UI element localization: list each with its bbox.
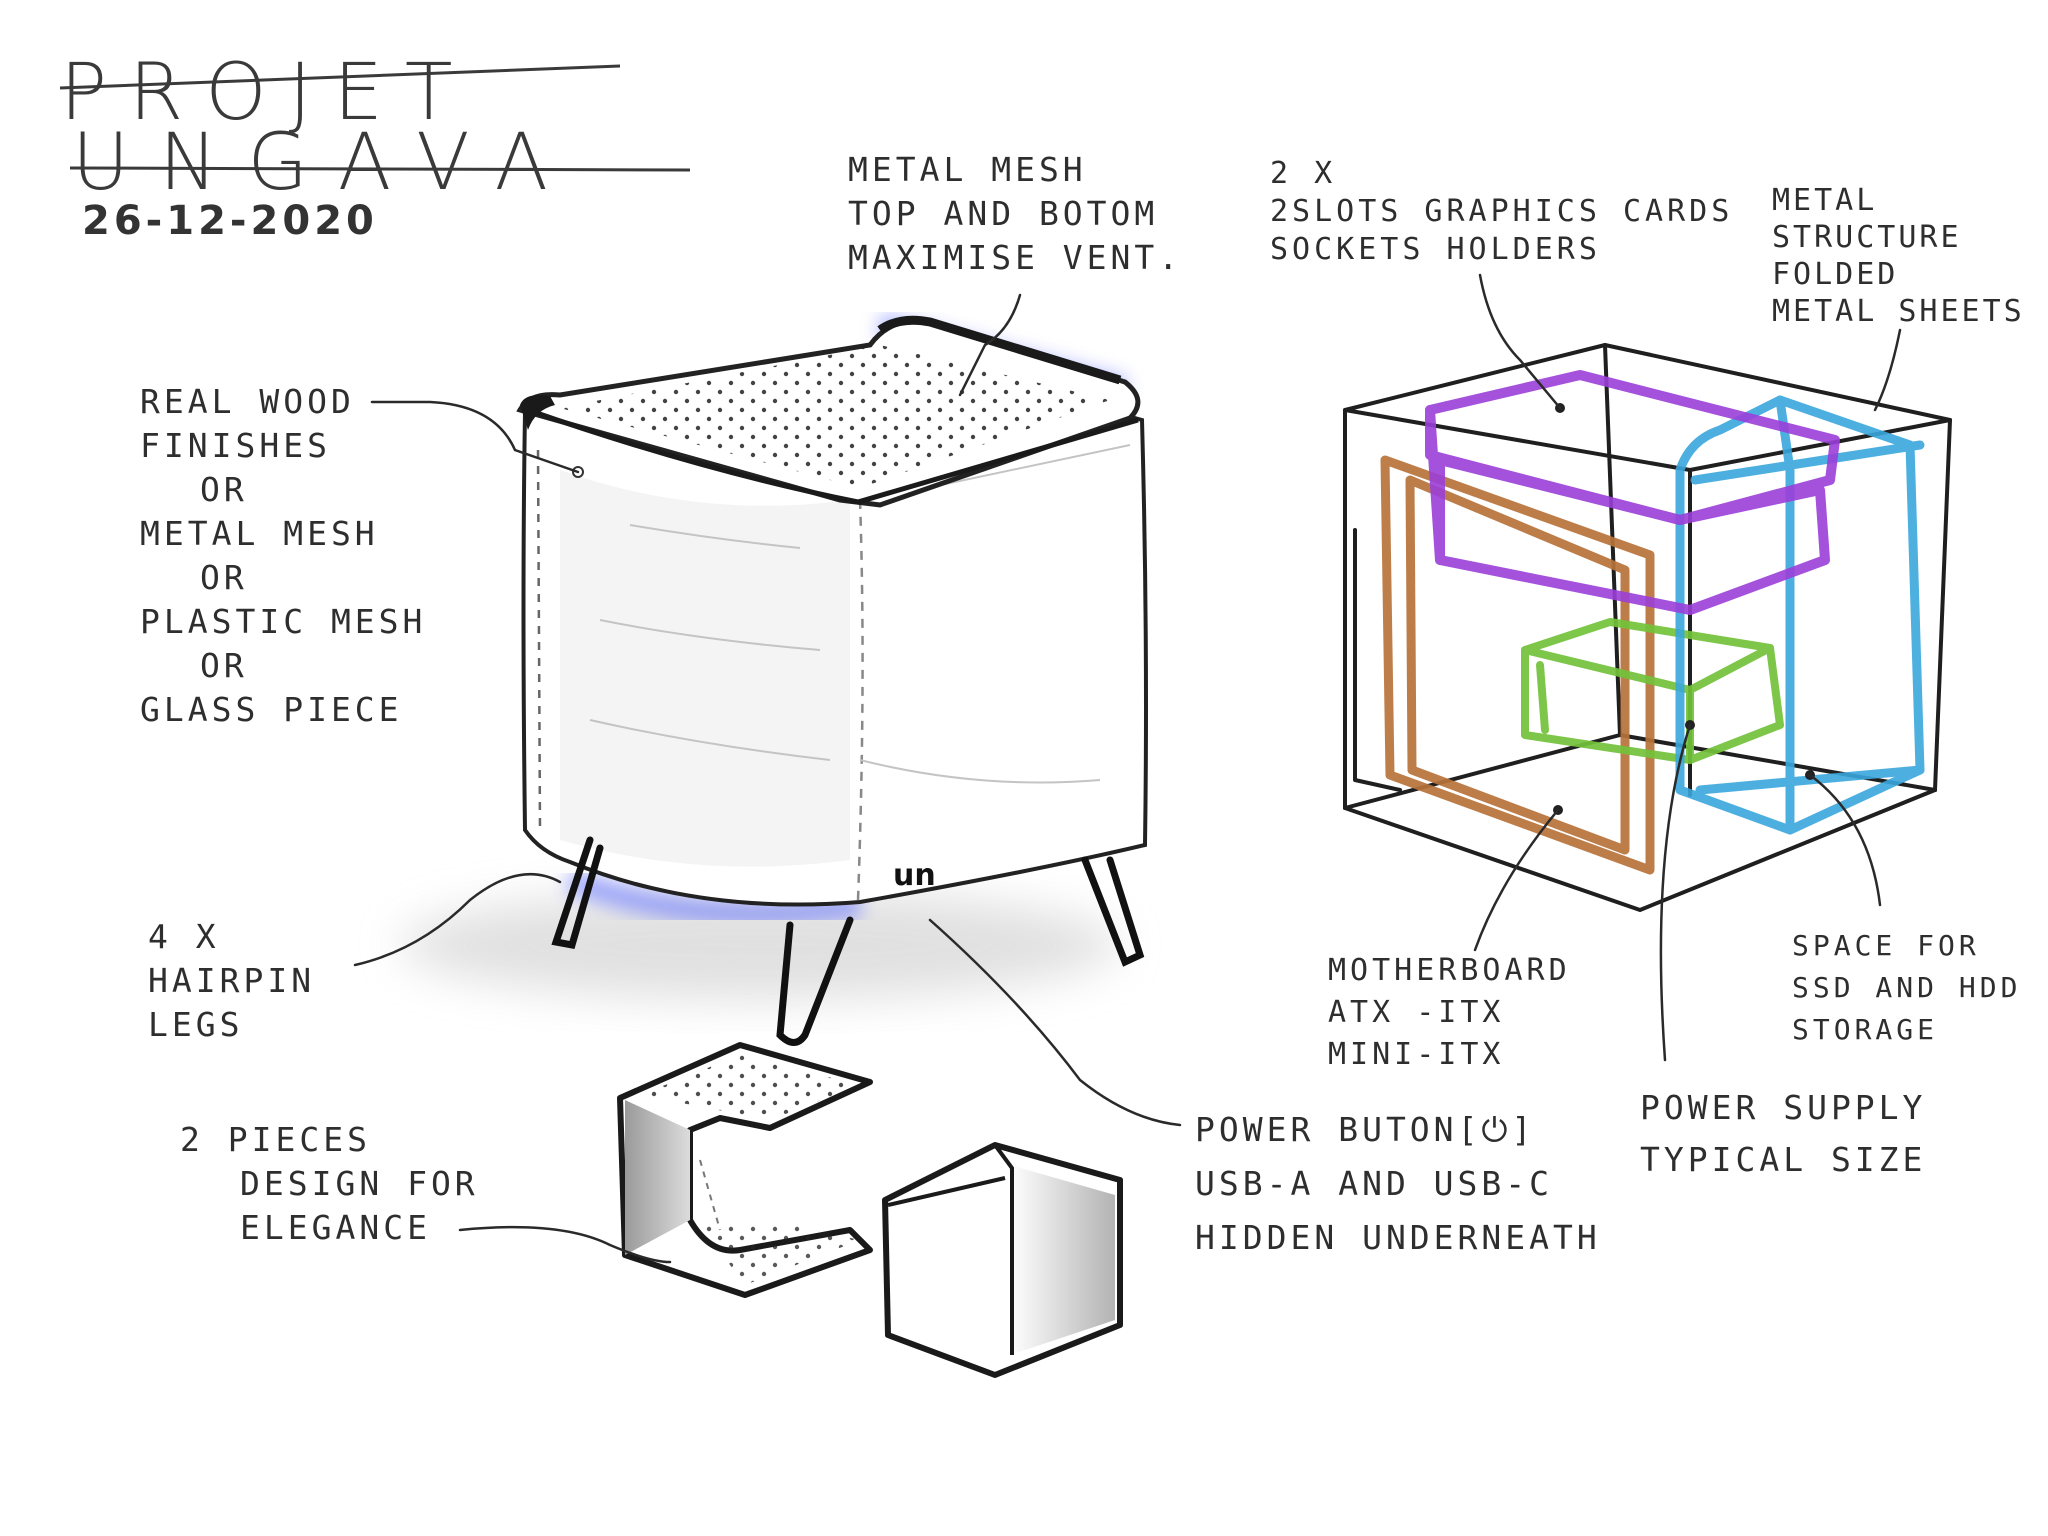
annotation-power-button: POWER BUTON[⏻] USB-A AND USB-C HIDDEN UN… [1195, 1110, 1601, 1257]
title-strokes [59, 64, 691, 172]
case-illustration [400, 314, 1148, 1046]
annotation-top-mesh: METAL MESH TOP AND BOTOM MAXIMISE VENT. [848, 150, 1183, 277]
annotation-motherboard: MOTHERBOARD ATX -ITX MINI-ITX [1328, 953, 1571, 1072]
project-title: PROJET [60, 48, 475, 138]
annotation-graphics-cards: 2 X 2SLOTS GRAPHICS CARDS SOCKETS HOLDER… [1270, 156, 1734, 267]
annotation-two-pieces: 2 PIECES DESIGN FOR ELEGANCE [180, 1120, 479, 1247]
annotation-panels: REAL WOOD FINISHES OR METAL MESH OR PLAS… [140, 382, 427, 729]
two-piece-illustration [617, 1042, 1123, 1378]
leader-lines [353, 273, 1902, 1264]
annotation-metal-structure: METAL STRUCTURE FOLDED METAL SHEETS [1772, 183, 2025, 329]
brand-logo: un [893, 858, 936, 893]
sketch-date: 26-12-2020 [82, 198, 378, 244]
annotation-storage: SPACE FOR SSD AND HDD STORAGE [1792, 929, 2022, 1046]
project-name: UNGAVA [72, 118, 578, 208]
annotation-legs: 4 X HAIRPIN LEGS [148, 917, 316, 1044]
internals-illustration [1343, 343, 1952, 912]
annotation-power-supply: POWER SUPPLY TYPICAL SIZE [1640, 1088, 1927, 1179]
